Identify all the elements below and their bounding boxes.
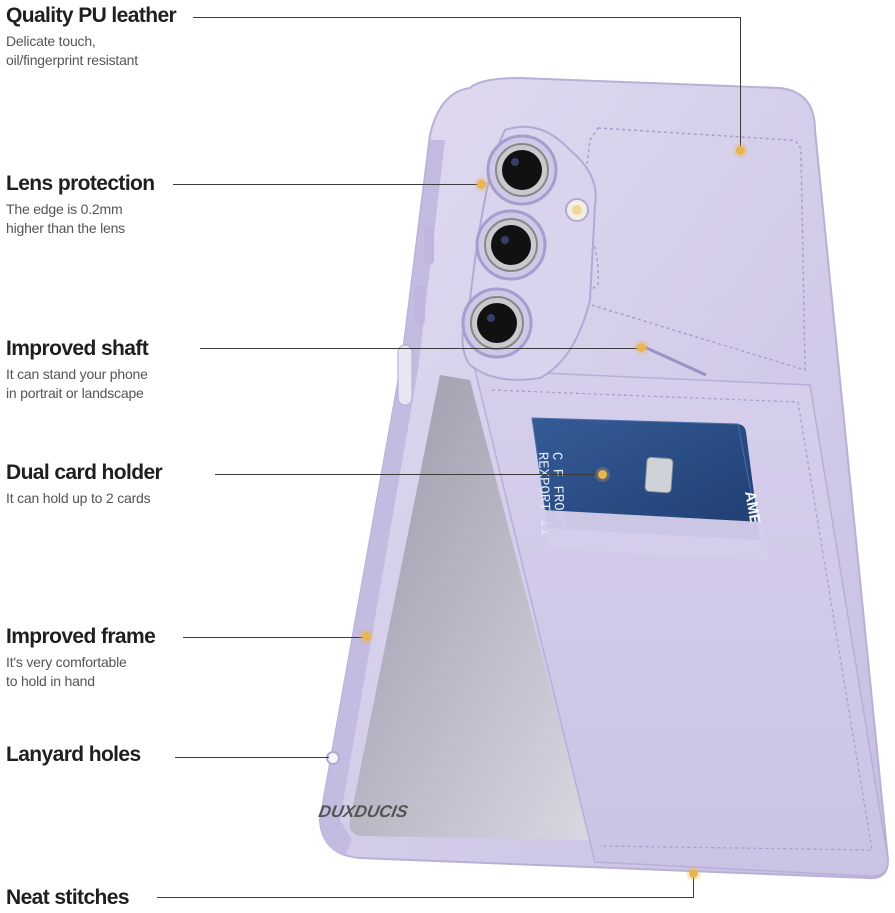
flap-stitching	[491, 389, 873, 851]
feature-title: Dual card holder	[6, 461, 163, 484]
card-chip-icon	[644, 456, 674, 494]
feature-desc-line: oil/fingerprint resistant	[6, 52, 138, 68]
feature-shaft: Improved shaft It can stand your phone i…	[6, 337, 149, 403]
camera-lens-1	[486, 134, 558, 206]
connector-line-frame	[183, 637, 366, 638]
kickstand-shaft	[639, 343, 707, 377]
feature-desc: Delicate touch, oil/fingerprint resistan…	[6, 32, 176, 70]
feature-desc: The edge is 0.2mm higher than the lens	[6, 200, 155, 238]
connector-line-shaft	[200, 348, 641, 349]
feature-stitches: Neat stitches	[6, 886, 130, 910]
connector-line-lens	[173, 184, 481, 185]
feature-title: Neat stitches	[6, 886, 130, 909]
lanyard-hole	[326, 751, 340, 765]
feature-desc: It can hold up to 2 cards	[6, 489, 162, 508]
connector-line-lanyard	[175, 757, 329, 758]
feature-desc-line: It's very comfortable	[6, 654, 127, 670]
marker-dot-frame	[362, 632, 371, 641]
camera-lens-3	[461, 287, 533, 359]
card-pocket	[544, 510, 770, 560]
feature-desc-line: It can stand your phone	[6, 366, 148, 382]
marker-dot-shaft	[637, 343, 646, 352]
feature-lanyard: Lanyard holes	[6, 743, 141, 767]
connector-vline-leather	[740, 17, 741, 150]
feature-lens: Lens protection The edge is 0.2mm higher…	[6, 172, 155, 238]
feature-desc-line: higher than the lens	[6, 220, 125, 236]
connector-vline-stitches	[693, 874, 694, 898]
feature-title: Quality PU leather	[6, 4, 177, 27]
card-name-line1: C F FROST	[548, 452, 567, 528]
credit-card	[531, 417, 761, 541]
side-rail	[320, 140, 445, 855]
feature-desc-line: Delicate touch,	[6, 33, 96, 49]
feature-title: Improved frame	[6, 625, 156, 648]
feature-desc: It's very comfortable to hold in hand	[6, 653, 155, 691]
marker-dot-stitches	[689, 869, 698, 878]
feature-desc: It can stand your phone in portrait or l…	[6, 365, 148, 403]
feature-frame: Improved frame It's very comfortable to …	[6, 625, 156, 691]
connector-line-stitches	[157, 897, 693, 898]
connector-line-card	[215, 474, 602, 475]
connector-line-leather	[193, 17, 740, 18]
card-brand: AME	[741, 490, 764, 526]
marker-dot-lens	[477, 180, 486, 189]
brand-logo: DUXDUCIS	[317, 801, 410, 821]
feature-card-holder: Dual card holder It can hold up to 2 car…	[6, 461, 163, 508]
feature-desc-line: to hold in hand	[6, 673, 95, 689]
feature-leather: Quality PU leather Delicate touch, oil/f…	[6, 4, 177, 70]
feature-desc-line: The edge is 0.2mm	[6, 201, 123, 217]
side-cutout	[397, 344, 413, 406]
feature-title: Lens protection	[6, 172, 155, 195]
marker-dot-leather	[736, 146, 745, 155]
feature-desc-line: in portrait or landscape	[6, 385, 144, 401]
marker-dot-card	[598, 470, 607, 479]
feature-desc-line: It can hold up to 2 cards	[6, 490, 151, 506]
feature-title: Improved shaft	[6, 337, 149, 360]
power-button-cover	[415, 285, 425, 325]
case-inner-cavity	[349, 375, 590, 840]
feature-title: Lanyard holes	[6, 743, 141, 766]
camera-lens-2	[475, 209, 547, 281]
volume-button-cover	[424, 225, 434, 265]
